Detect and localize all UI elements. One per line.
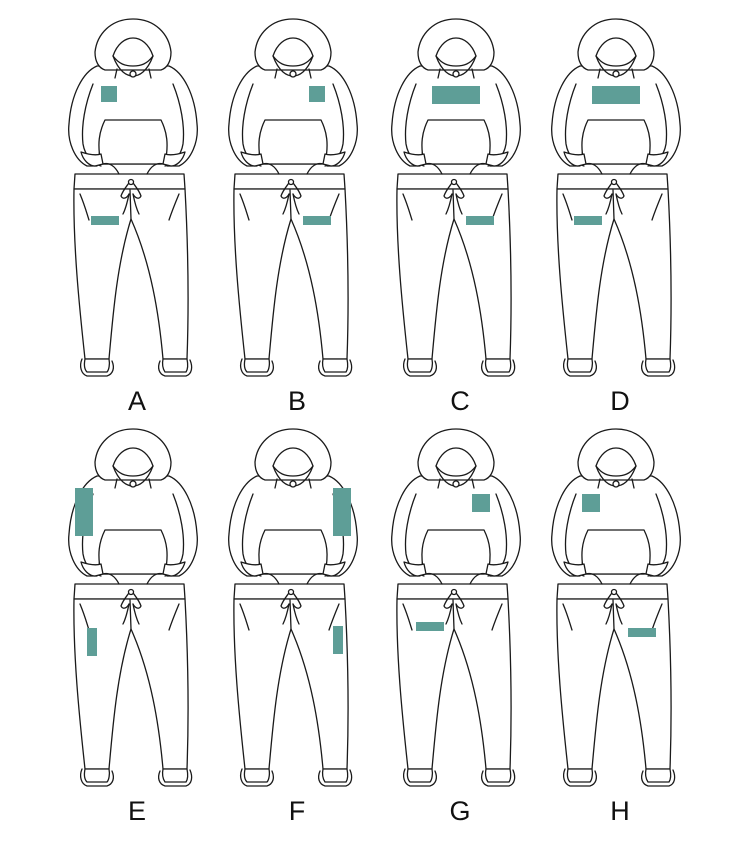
tracksuit-drawing bbox=[551, 18, 681, 377]
print-placement-right-thigh-vertical bbox=[87, 628, 97, 656]
sweatpants bbox=[73, 583, 193, 787]
tracksuit-drawing bbox=[391, 18, 521, 377]
option-b: B bbox=[217, 14, 377, 424]
option-label: A bbox=[127, 386, 146, 416]
print-placement-left-thigh-vertical bbox=[333, 626, 343, 654]
option-f: F bbox=[217, 424, 377, 834]
option-label: F bbox=[288, 796, 306, 826]
print-placement-right-thigh-horizontal-high bbox=[416, 622, 444, 631]
print-placement-right-chest-medium bbox=[582, 494, 600, 512]
sweatpants bbox=[396, 173, 516, 377]
option-label: H bbox=[610, 796, 630, 826]
option-h: H bbox=[540, 424, 700, 834]
hoodie bbox=[391, 428, 521, 585]
option-label: C bbox=[450, 386, 470, 416]
sweatpants bbox=[233, 583, 353, 787]
tracksuit-drawing bbox=[68, 428, 198, 787]
tracksuit-drawing bbox=[228, 18, 358, 377]
hoodie bbox=[228, 428, 358, 585]
tracksuit-drawing bbox=[68, 18, 198, 377]
tracksuit-drawing bbox=[391, 428, 521, 787]
hoodie bbox=[551, 428, 681, 585]
print-placement-center-chest-wide bbox=[592, 86, 640, 104]
option-label: E bbox=[127, 796, 146, 826]
print-placement-left-thigh-horizontal bbox=[466, 216, 494, 225]
hoodie bbox=[68, 428, 198, 585]
sweatpants bbox=[556, 173, 676, 377]
print-placement-right-thigh-horizontal bbox=[574, 216, 602, 225]
print-placement-right-chest-small bbox=[309, 86, 325, 102]
option-label: B bbox=[287, 386, 306, 416]
sweatpants bbox=[556, 583, 676, 787]
print-placement-left-chest-small bbox=[101, 86, 117, 102]
option-c: C bbox=[380, 14, 540, 424]
sweatpants bbox=[73, 173, 193, 377]
sweatpants bbox=[233, 173, 353, 377]
option-d: D bbox=[540, 14, 700, 424]
tracksuit-drawing bbox=[228, 428, 358, 787]
option-e: E bbox=[57, 424, 217, 834]
option-g: G bbox=[380, 424, 540, 834]
hoodie bbox=[391, 18, 521, 175]
option-label: D bbox=[610, 386, 630, 416]
option-label: G bbox=[449, 796, 471, 826]
sweatpants bbox=[396, 583, 516, 787]
print-placement-left-thigh-horizontal bbox=[303, 216, 331, 225]
print-placement-left-chest-medium bbox=[472, 494, 490, 512]
print-placement-left-sleeve-vertical bbox=[333, 488, 351, 536]
print-placement-right-sleeve-vertical bbox=[75, 488, 93, 536]
tracksuit-drawing bbox=[551, 428, 681, 787]
hoodie bbox=[228, 18, 358, 175]
option-a: A bbox=[57, 14, 217, 424]
hoodie bbox=[68, 18, 198, 175]
hoodie bbox=[551, 18, 681, 175]
print-placement-center-chest-wide bbox=[432, 86, 480, 104]
print-placement-right-thigh-horizontal bbox=[91, 216, 119, 225]
print-placement-left-thigh-horizontal-high bbox=[628, 628, 656, 637]
